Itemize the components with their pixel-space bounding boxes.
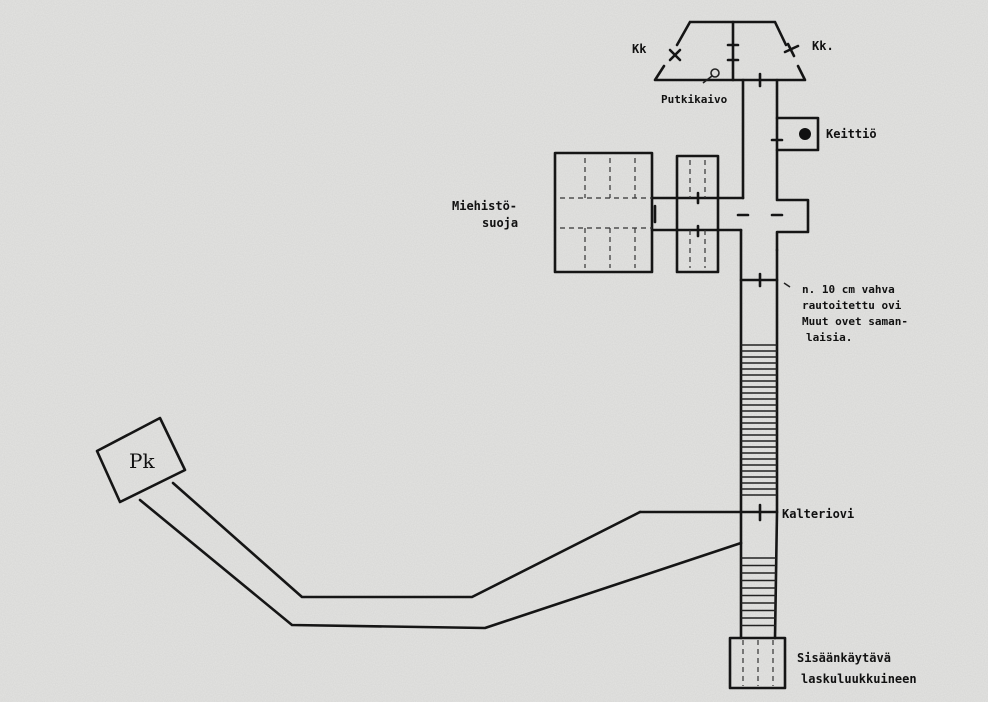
well-icon	[710, 68, 720, 78]
label-grate-door: Kalteriovi	[782, 507, 854, 521]
label-pk: Pk	[129, 449, 155, 473]
upper-corridor	[736, 72, 820, 252]
pk-room	[95, 416, 187, 504]
label-door-note-4: laisia.	[806, 331, 852, 344]
label-door-note-1: n. 10 cm vahva	[802, 283, 895, 296]
main-corridor	[739, 228, 779, 514]
label-kk-right: Kk.	[812, 39, 834, 53]
label-shelter-1: Miehistö-	[452, 199, 517, 213]
label-entrance-2: laskuluukkuineen	[801, 672, 917, 686]
label-entrance-1: Sisäänkäytävä	[797, 651, 891, 665]
label-door-note-3: Muut ovet saman-	[802, 315, 908, 328]
note-arrow	[783, 282, 791, 288]
stairs-upper	[741, 344, 777, 496]
stove-icon	[799, 128, 811, 140]
cross-icon-left	[668, 48, 682, 62]
cross-icon-right	[783, 42, 800, 58]
top-room	[653, 20, 807, 84]
tunnel	[95, 416, 743, 630]
label-kk-left: Kk	[632, 42, 647, 56]
lower-shaft	[638, 503, 787, 690]
label-well: Putkikaivo	[661, 93, 728, 106]
stairs-lower	[741, 557, 776, 627]
entrance-hatch	[728, 636, 787, 690]
shelter-rooms	[553, 151, 745, 274]
label-kitchen: Keittiö	[826, 127, 877, 141]
label-door-note-2: rautoitettu ovi	[802, 299, 902, 312]
label-shelter-2: suoja	[482, 216, 518, 230]
